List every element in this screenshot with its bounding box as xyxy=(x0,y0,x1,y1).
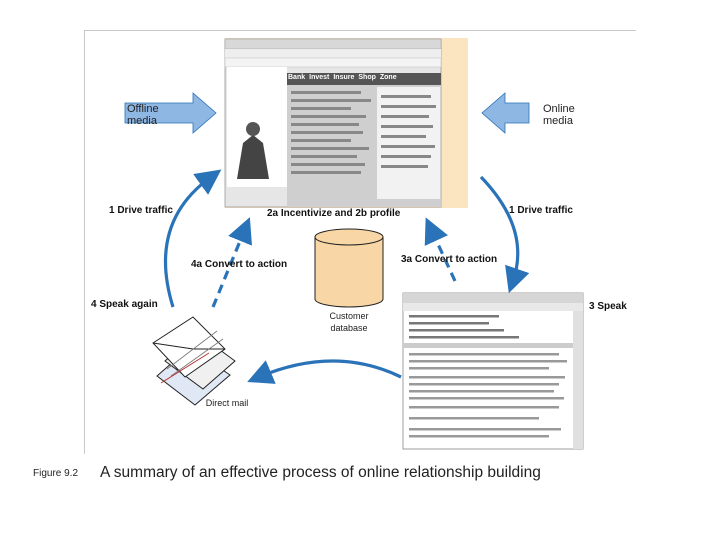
tab-insure: Insure xyxy=(333,74,355,81)
drive-traffic-left-arrow xyxy=(163,169,222,308)
incentivize-profile-label: 2a Incentivize and 2b profile xyxy=(267,208,401,219)
figure-caption: A summary of an effective process of onl… xyxy=(100,464,541,481)
direct-mail-icon xyxy=(152,316,236,406)
tab-invest: Invest xyxy=(309,74,330,81)
customer-database-icon xyxy=(314,228,384,308)
convert-to-action-right-label: 3a Convert to action xyxy=(401,254,498,265)
email-screenshot xyxy=(402,292,584,450)
convert-to-action-left-label: 4a Convert to action xyxy=(191,259,288,270)
online-media-arrow xyxy=(481,92,530,134)
figure-number: Figure 9.2 xyxy=(33,468,79,479)
speak-label: 3 Speak xyxy=(589,301,627,312)
drive-traffic-right-arrow xyxy=(479,175,530,294)
tab-shop: Shop xyxy=(358,74,376,81)
drive-traffic-right-label: 1 Drive traffic xyxy=(509,205,573,216)
convert-to-action-right-arrow xyxy=(424,217,457,282)
diagram-graphics xyxy=(124,38,584,450)
speak-again-label: 4 Speak again xyxy=(91,299,158,310)
direct-mail-label: Direct mail xyxy=(205,398,249,408)
tab-zone: Zone xyxy=(379,74,397,81)
tab-bank: Bank xyxy=(288,74,306,81)
speak-again-arrow xyxy=(247,359,402,384)
diagram-area: Bank Invest Insure Shop Zone Offline med… xyxy=(84,30,636,454)
offline-media-label: Offline media xyxy=(127,103,159,127)
offline-media-arrow xyxy=(124,92,217,134)
customer-database-label: Customer database xyxy=(329,311,369,333)
online-media-label: Online media xyxy=(543,103,575,127)
website-screenshot xyxy=(224,38,468,208)
drive-traffic-left-label: 1 Drive traffic xyxy=(109,205,173,216)
website-tabs: Bank Invest Insure Shop Zone xyxy=(288,74,438,81)
